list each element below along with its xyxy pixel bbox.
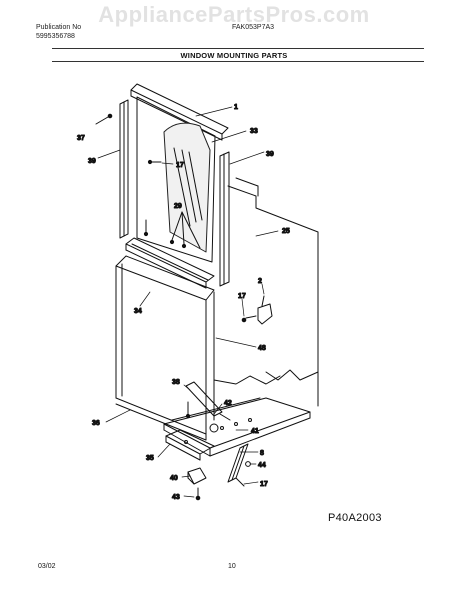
model-number: FAK053P7A3 bbox=[232, 24, 275, 31]
screw-43-part bbox=[195, 487, 201, 501]
callout-37: 37 bbox=[77, 135, 85, 142]
callout-35: 35 bbox=[146, 455, 154, 462]
callout-41: 41 bbox=[251, 428, 259, 435]
callout-40: 40 bbox=[170, 475, 178, 482]
callout-17-upper: 17 bbox=[176, 162, 184, 169]
screws-29-part bbox=[143, 211, 201, 249]
diagram-code: P40A2003 bbox=[328, 512, 382, 524]
callout-42: 42 bbox=[224, 400, 232, 407]
right-side-seal-part bbox=[219, 151, 230, 287]
callout-39-right: 39 bbox=[266, 151, 274, 158]
callout-2: 2 bbox=[258, 278, 262, 285]
callout-44: 44 bbox=[258, 462, 266, 469]
page-title: WINDOW MOUNTING PARTS bbox=[180, 51, 288, 60]
base-support-plate bbox=[163, 397, 311, 457]
callout-29: 29 bbox=[174, 203, 182, 210]
watermark: AppliancePartsPros.com bbox=[98, 2, 370, 27]
callout-8: 8 bbox=[260, 450, 264, 457]
callout-36: 36 bbox=[92, 420, 100, 427]
callout-34: 34 bbox=[134, 308, 142, 315]
left-side-seal-part bbox=[119, 99, 129, 239]
leader-lines bbox=[97, 106, 279, 498]
curtain-panel-part bbox=[136, 96, 216, 263]
clip-40-part bbox=[187, 467, 207, 485]
cabinet-sleeve-part bbox=[115, 255, 281, 441]
leveling-leg-44 bbox=[227, 443, 251, 487]
screw-17-upper bbox=[147, 159, 162, 165]
callout-38: 38 bbox=[172, 379, 180, 386]
callout-33: 33 bbox=[250, 128, 258, 135]
callout-1: 1 bbox=[234, 104, 238, 111]
publication-number: 5995356788 bbox=[36, 33, 75, 40]
sill-bracket-35 bbox=[165, 429, 215, 461]
callout-17-middle: 17 bbox=[238, 293, 246, 300]
back-cabinet-panel-part bbox=[227, 177, 319, 407]
callout-25: 25 bbox=[282, 228, 290, 235]
header-rule-bottom bbox=[52, 61, 424, 62]
callout-39-left: 39 bbox=[88, 158, 96, 165]
callout-43: 43 bbox=[172, 494, 180, 501]
callout-48: 48 bbox=[258, 345, 266, 352]
page-number: 10 bbox=[228, 563, 236, 570]
rail-hardware-38-42 bbox=[185, 381, 231, 433]
footer-date: 03/02 bbox=[38, 563, 56, 570]
publication-label: Publication No bbox=[36, 24, 82, 31]
screw-37-part bbox=[95, 113, 113, 125]
header-rule-top bbox=[52, 48, 424, 49]
callout-17-lower: 17 bbox=[260, 481, 268, 488]
bracket-2-part bbox=[241, 295, 273, 325]
